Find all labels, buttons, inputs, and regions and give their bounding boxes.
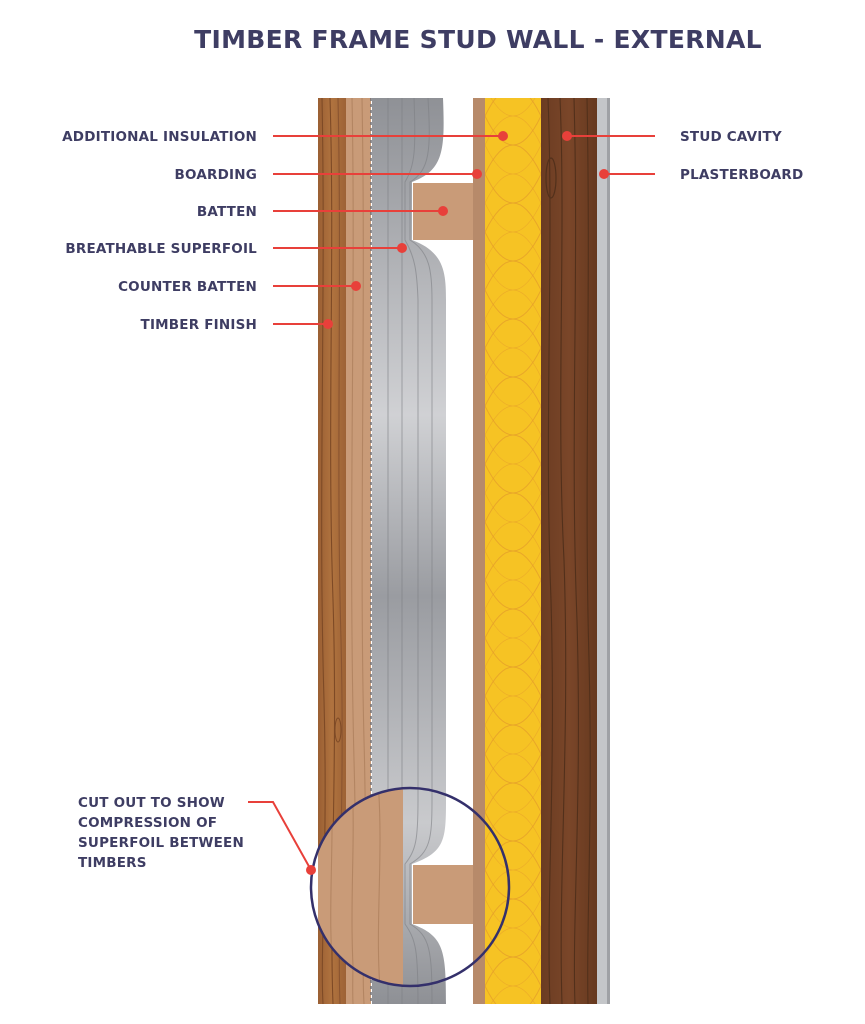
diagram-title: TIMBER FRAME STUD WALL - EXTERNAL xyxy=(194,25,762,54)
label-cutout-line-1: CUT OUT TO SHOW xyxy=(78,795,225,811)
label-batten: BATTEN xyxy=(197,204,257,220)
label-breathable-superfoil: BREATHABLE SUPERFOIL xyxy=(65,241,257,257)
label-boarding: BOARDING xyxy=(175,167,257,183)
stud-layer xyxy=(541,97,597,1005)
label-counter-batten: COUNTER BATTEN xyxy=(118,279,257,295)
plasterboard-layer xyxy=(597,98,610,1004)
boarding-layer xyxy=(473,98,485,1004)
label-plasterboard: PLASTERBOARD xyxy=(680,167,803,183)
insulation-layer xyxy=(485,98,541,1004)
label-stud-cavity: STUD CAVITY xyxy=(680,129,782,145)
label-cutout-line-3: SUPERFOIL BETWEEN xyxy=(78,835,244,851)
label-timber-finish: TIMBER FINISH xyxy=(141,317,257,333)
leader-lines xyxy=(248,131,655,875)
cutout-ring xyxy=(309,786,511,988)
label-additional-insulation: ADDITIONAL INSULATION xyxy=(62,129,257,145)
label-cutout-line-2: COMPRESSION OF xyxy=(78,815,217,831)
label-cutout-line-4: TIMBERS xyxy=(78,855,147,871)
